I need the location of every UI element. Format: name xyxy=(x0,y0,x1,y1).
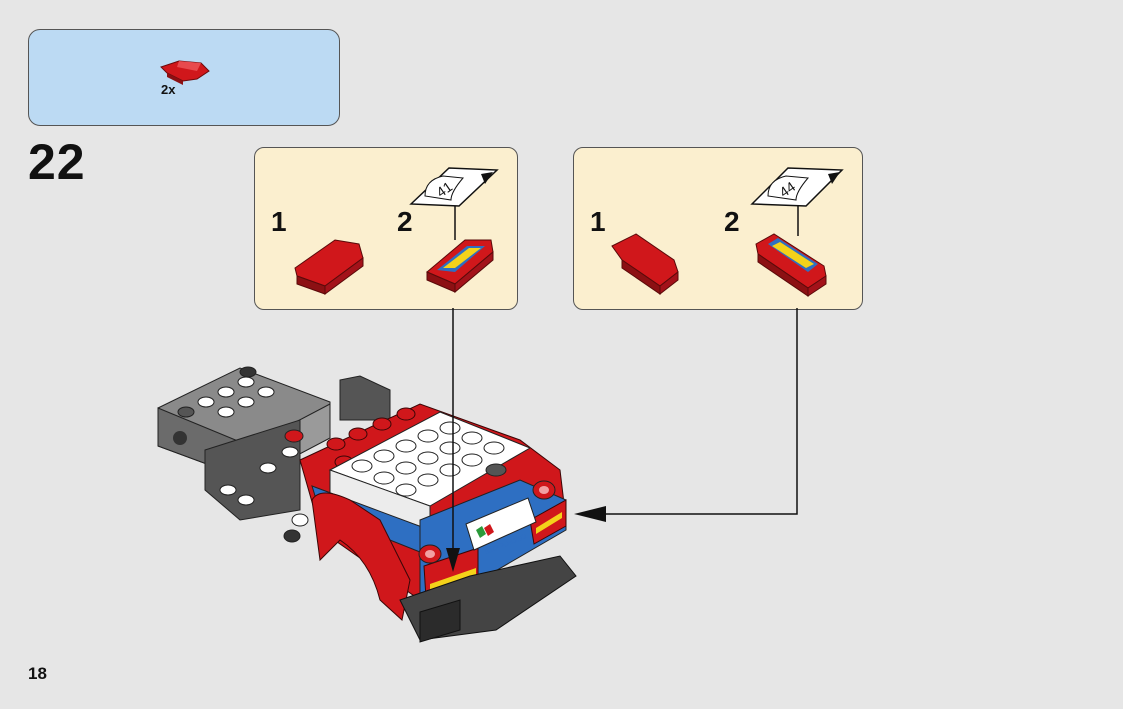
chassis-middle-section xyxy=(204,419,309,543)
sticker-sheet-icon: 44 xyxy=(750,167,844,207)
substep-parts-drawing: 41 xyxy=(294,167,499,295)
placement-arrow-1 xyxy=(446,308,460,572)
substep-number: 1 xyxy=(590,206,606,237)
decorated-slope-icon xyxy=(426,239,494,294)
substep-callout-1: 1 2 41 xyxy=(254,147,518,310)
page-number: 18 xyxy=(28,664,47,683)
substep-number: 2 xyxy=(724,206,740,237)
red-curved-slope-icon xyxy=(611,233,679,296)
part-count: 2x xyxy=(161,82,176,97)
parts-list-box: 2x xyxy=(28,29,340,126)
red-curved-slope-icon xyxy=(160,60,210,85)
car-body: SMP RACING xyxy=(299,403,577,643)
substep-number: 2 xyxy=(397,206,413,237)
substep-number: 1 xyxy=(271,206,287,237)
red-curved-slope-icon xyxy=(294,239,364,295)
substep-parts-drawing: 44 xyxy=(611,167,844,297)
sticker-sheet-icon: 41 xyxy=(409,167,499,207)
decorated-slope-icon xyxy=(755,233,827,297)
placement-arrow-2 xyxy=(574,308,798,522)
step-number: 22 xyxy=(28,134,86,190)
substep-callout-2: 1 2 44 xyxy=(573,147,863,310)
